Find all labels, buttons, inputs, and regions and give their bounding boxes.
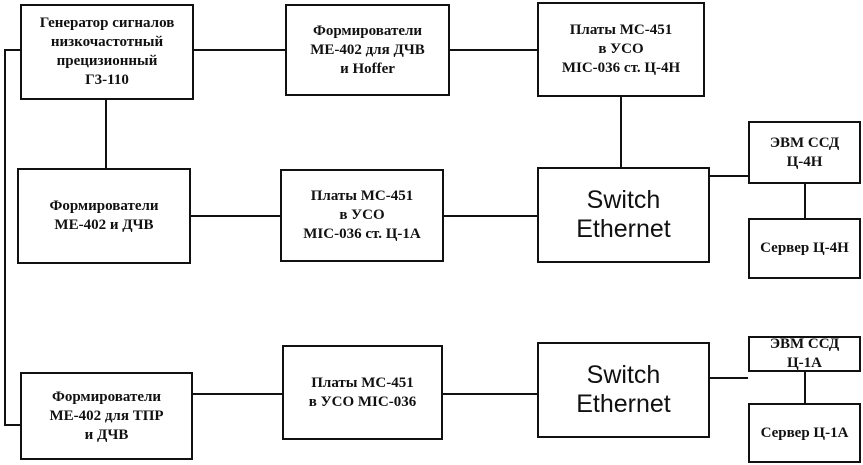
switch-top-line-1: Switch	[586, 186, 661, 214]
server-1a-box: Сервер Ц-1А	[748, 403, 861, 463]
shapers-tpr-line-3: и ДЧВ	[84, 426, 129, 443]
boards-mic036-box: Платы МС-451 в УСО MIC-036	[282, 345, 443, 440]
evm-1a-box: ЭВМ ССД Ц-1А	[748, 336, 861, 372]
connector-generator-left-bus	[4, 49, 20, 426]
boards-mic036-line-2: в УСО MIC-036	[308, 393, 417, 410]
switch-bottom-line-2: Ethernet	[576, 390, 671, 418]
boards-4h-box: Платы МС-451 в УСО MIC-036 ст. Ц-4Н	[537, 2, 705, 97]
shapers-hoffer-box: Формирователи МЕ-402 для ДЧВ и Hoffer	[285, 4, 450, 96]
evm-1a-line-2: Ц-1А	[787, 355, 822, 371]
boards-4h-line-2: в УСО	[598, 41, 644, 57]
generator-line-1: Генератор сигналов	[39, 15, 175, 31]
shapers-tpr-box: Формирователи МЕ-402 для ТПР и ДЧВ	[20, 372, 193, 460]
switch-ethernet-bottom-box: Switch Ethernet	[537, 342, 710, 438]
shapers-hoffer-line-1: Формирователи	[312, 22, 423, 39]
generator-box: Генератор сигналов низкочастотный прециз…	[20, 4, 194, 100]
evm-4h-box: ЭВМ ССД Ц-4Н	[748, 121, 861, 184]
shapers-dchv-line-2: МЕ-402 и ДЧВ	[54, 217, 154, 233]
generator-line-2: низкочастотный	[50, 34, 164, 50]
boards-4h-line-3: MIC-036 ст. Ц-4Н	[561, 60, 681, 76]
switch-bottom-line-1: Switch	[586, 361, 661, 389]
boards-mic036-line-1: Платы МС-451	[311, 374, 414, 391]
shapers-hoffer-line-3: и Hoffer	[340, 60, 395, 77]
shapers-tpr-line-1: Формирователи	[51, 388, 162, 405]
boards-4h-line-1: Платы МС-451	[569, 22, 673, 38]
generator-line-3: прецизионный	[56, 53, 158, 69]
boards-1a-line-1: Платы МС-451	[310, 188, 414, 204]
shapers-tpr-line-2: МЕ-402 для ТПР	[49, 407, 164, 424]
boards-1a-line-3: MIC-036 ст. Ц-1А	[303, 226, 421, 242]
shapers-hoffer-line-2: МЕ-402 для ДЧВ	[310, 41, 425, 58]
generator-line-4: Г3-110	[85, 72, 129, 88]
shapers-dchv-line-1: Формирователи	[49, 198, 159, 214]
boards-1a-line-2: в УСО	[339, 207, 385, 223]
server-1a-line-1: Сервер Ц-1А	[760, 424, 849, 441]
server-4h-box: Сервер Ц-4Н	[748, 218, 861, 279]
server-4h-line-1: Сервер Ц-4Н	[760, 240, 849, 256]
evm-4h-line-2: Ц-4Н	[786, 153, 823, 170]
switch-ethernet-top-box: Switch Ethernet	[537, 167, 710, 263]
shapers-dchv-box: Формирователи МЕ-402 и ДЧВ	[17, 168, 191, 264]
evm-1a-line-1: ЭВМ ССД	[769, 336, 840, 352]
boards-1a-box: Платы МС-451 в УСО MIC-036 ст. Ц-1А	[280, 169, 444, 262]
switch-top-line-2: Ethernet	[576, 215, 671, 243]
evm-4h-line-1: ЭВМ ССД	[769, 134, 840, 151]
